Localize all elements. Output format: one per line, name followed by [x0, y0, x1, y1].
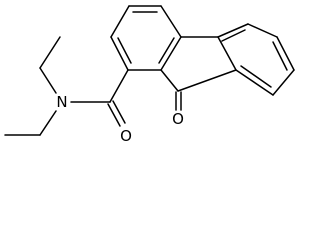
bond-ethyl1-ch2-ch3: [39, 36, 61, 69]
amide-group: O N: [56, 69, 132, 145]
double-bond-r6-r1-inner: [221, 29, 246, 42]
bond-r2-r3: [235, 69, 274, 96]
bond-r4-r5: [276, 36, 295, 71]
double-bond-r4-r5-inner: [272, 41, 288, 71]
right-benzene-ring: [217, 23, 295, 96]
ethyl-groups: [4, 36, 61, 136]
bond-n-ethyl2-ch2: [39, 110, 57, 136]
five-membered-ring: [160, 36, 237, 92]
ketone-oxygen-label: O: [172, 110, 184, 128]
amide-double-bond-a: [107, 103, 121, 127]
bond-n-ethyl1-ch2: [39, 67, 57, 94]
bond-c3-c4: [110, 36, 129, 71]
left-benzene-ring: [110, 5, 182, 71]
bond-c4-amide-carbon: [109, 69, 129, 103]
bond-c9-c8: [177, 69, 237, 92]
nitrogen-label: N: [56, 93, 67, 111]
bond-r3-r4: [272, 69, 295, 96]
bond-c5-c6: [160, 36, 182, 71]
bond-c2-c3: [110, 5, 130, 38]
amide-double-bond-b: [112, 100, 126, 124]
double-bond-c5-c6-inner: [158, 37, 175, 64]
chemical-structure-diagram: O O N: [4, 5, 295, 145]
bond-r5-r6: [247, 23, 278, 38]
bond-c5-c9: [160, 69, 179, 92]
double-bond-r2-r3-inner: [240, 65, 272, 88]
bond-r6-r1: [217, 23, 249, 38]
ketone-group: O: [172, 91, 184, 128]
bond-r1-r2: [217, 36, 237, 71]
amide-oxygen-label: O: [120, 127, 132, 145]
double-bond-c3-c4-inner: [117, 37, 132, 64]
bond-c6-c1: [160, 5, 182, 38]
